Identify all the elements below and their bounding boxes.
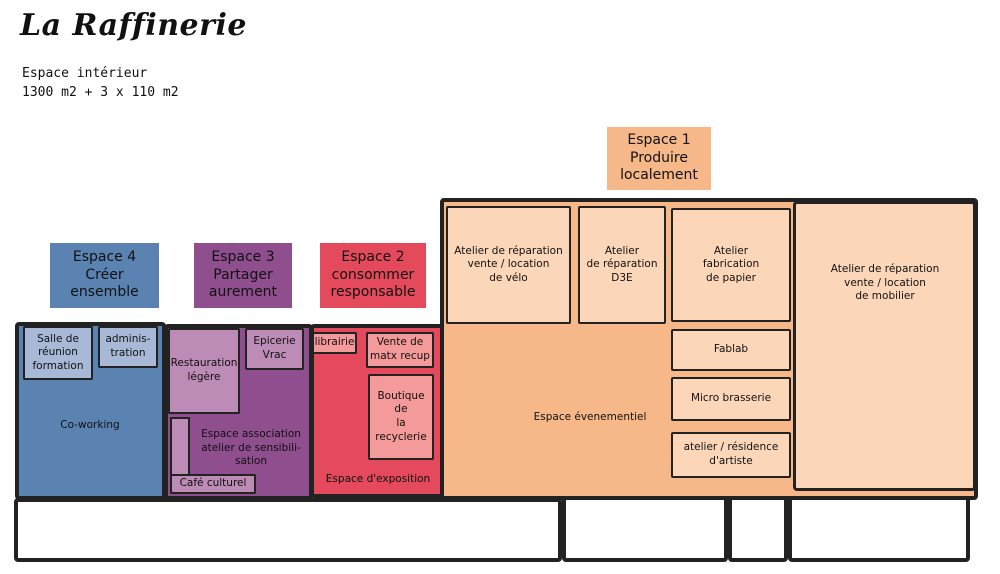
room-boutique: Boutique de la recyclerie (368, 374, 434, 460)
label-espace-2: Espace 2 consommer responsable (320, 243, 426, 308)
bottom-strip-mid (562, 496, 728, 562)
bottom-strip-right (788, 494, 970, 562)
subtitle-surface: 1300 m2 + 3 x 110 m2 (22, 85, 179, 100)
room-epicerie: Epicerie Vrac (245, 328, 304, 370)
room-cafe-culturel: Café culturel (170, 474, 256, 494)
label-espace-1: Espace 1 Produire localement (607, 127, 711, 190)
room-atelier-d3e: Atelier de réparation D3E (578, 206, 666, 324)
room-vente-matx: Vente de matx recup (366, 332, 434, 368)
room-espace-exposition: Espace d'exposition (325, 473, 431, 485)
label-espace-4: Espace 4 Créer ensemble (50, 243, 159, 308)
room-espace-association: Espace association atelier de sensibili-… (201, 428, 301, 468)
room-atelier-papier: Atelier fabrication de papier (671, 208, 791, 322)
room-fablab: Fablab (671, 329, 791, 371)
room-restauration: Restauration légère (168, 328, 240, 414)
room-administration: adminis- tration (98, 326, 158, 368)
room-atelier-mobilier-box (793, 201, 976, 491)
room-atelier-artiste: atelier / résidence d'artiste (671, 432, 791, 478)
room-coworking: Co-working (60, 419, 120, 431)
page-title: La Raffinerie (20, 8, 247, 43)
room-atelier-velo: Atelier de réparation vente / location d… (446, 206, 571, 324)
room-librairie: librairie (312, 332, 357, 354)
room-atelier-mobilier: Atelier de réparation vente / location d… (830, 263, 940, 303)
bottom-strip-small (728, 496, 788, 562)
room-salle-reunion: Salle de réunion formation (23, 326, 93, 380)
room-micro-brasserie: Micro brasserie (671, 377, 791, 421)
bottom-strip-left (14, 498, 562, 562)
room-espace-evenementiel: Espace évenementiel (533, 411, 647, 423)
subtitle-area: Espace intérieur (22, 66, 148, 81)
label-espace-3: Espace 3 Partager aurement (194, 243, 292, 308)
